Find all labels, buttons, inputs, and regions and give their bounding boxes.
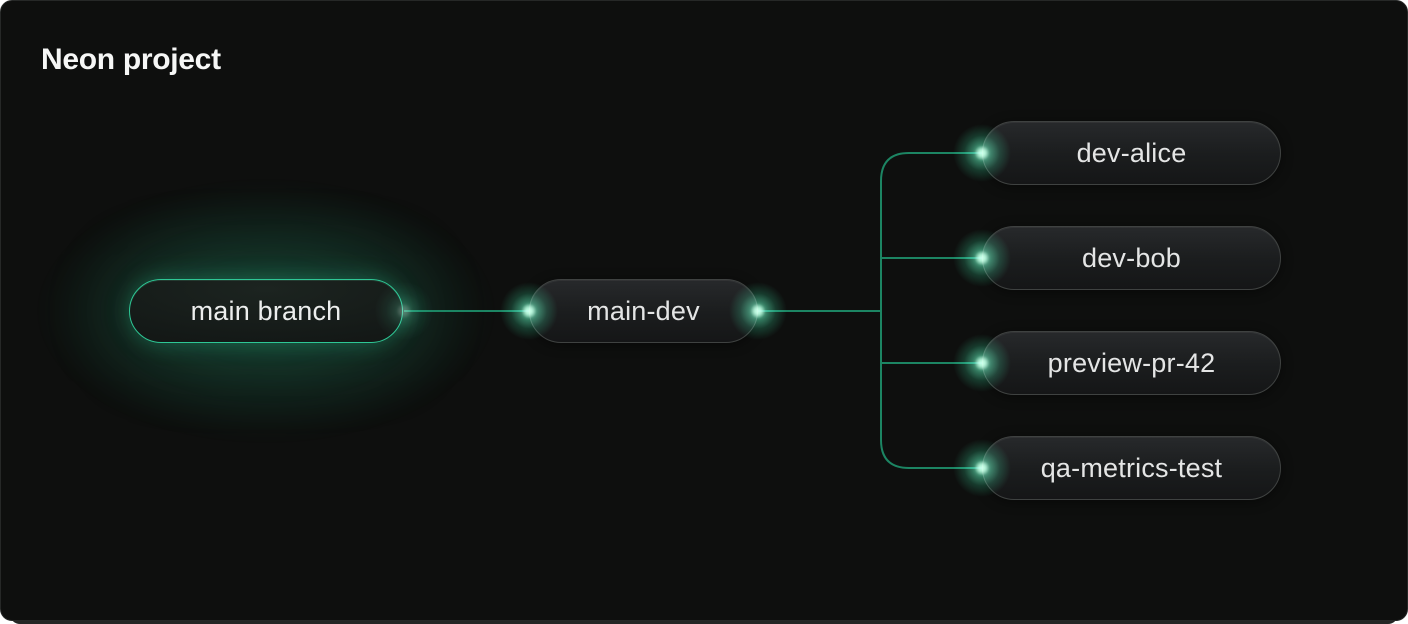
node-preview-pr-42[interactable]: preview-pr-42 xyxy=(982,331,1281,395)
node-main-dev[interactable]: main-dev xyxy=(529,279,758,343)
project-title: Neon project xyxy=(41,43,221,76)
connector-trunk-to-qa-metrics-test xyxy=(880,311,982,469)
node-dev-alice[interactable]: dev-alice xyxy=(982,121,1281,185)
node-qa-metrics-test[interactable]: qa-metrics-test xyxy=(982,436,1281,500)
node-main-branch[interactable]: main branch xyxy=(129,279,403,343)
node-dev-bob[interactable]: dev-bob xyxy=(982,226,1281,290)
connector-trunk-to-dev-alice xyxy=(880,152,982,311)
